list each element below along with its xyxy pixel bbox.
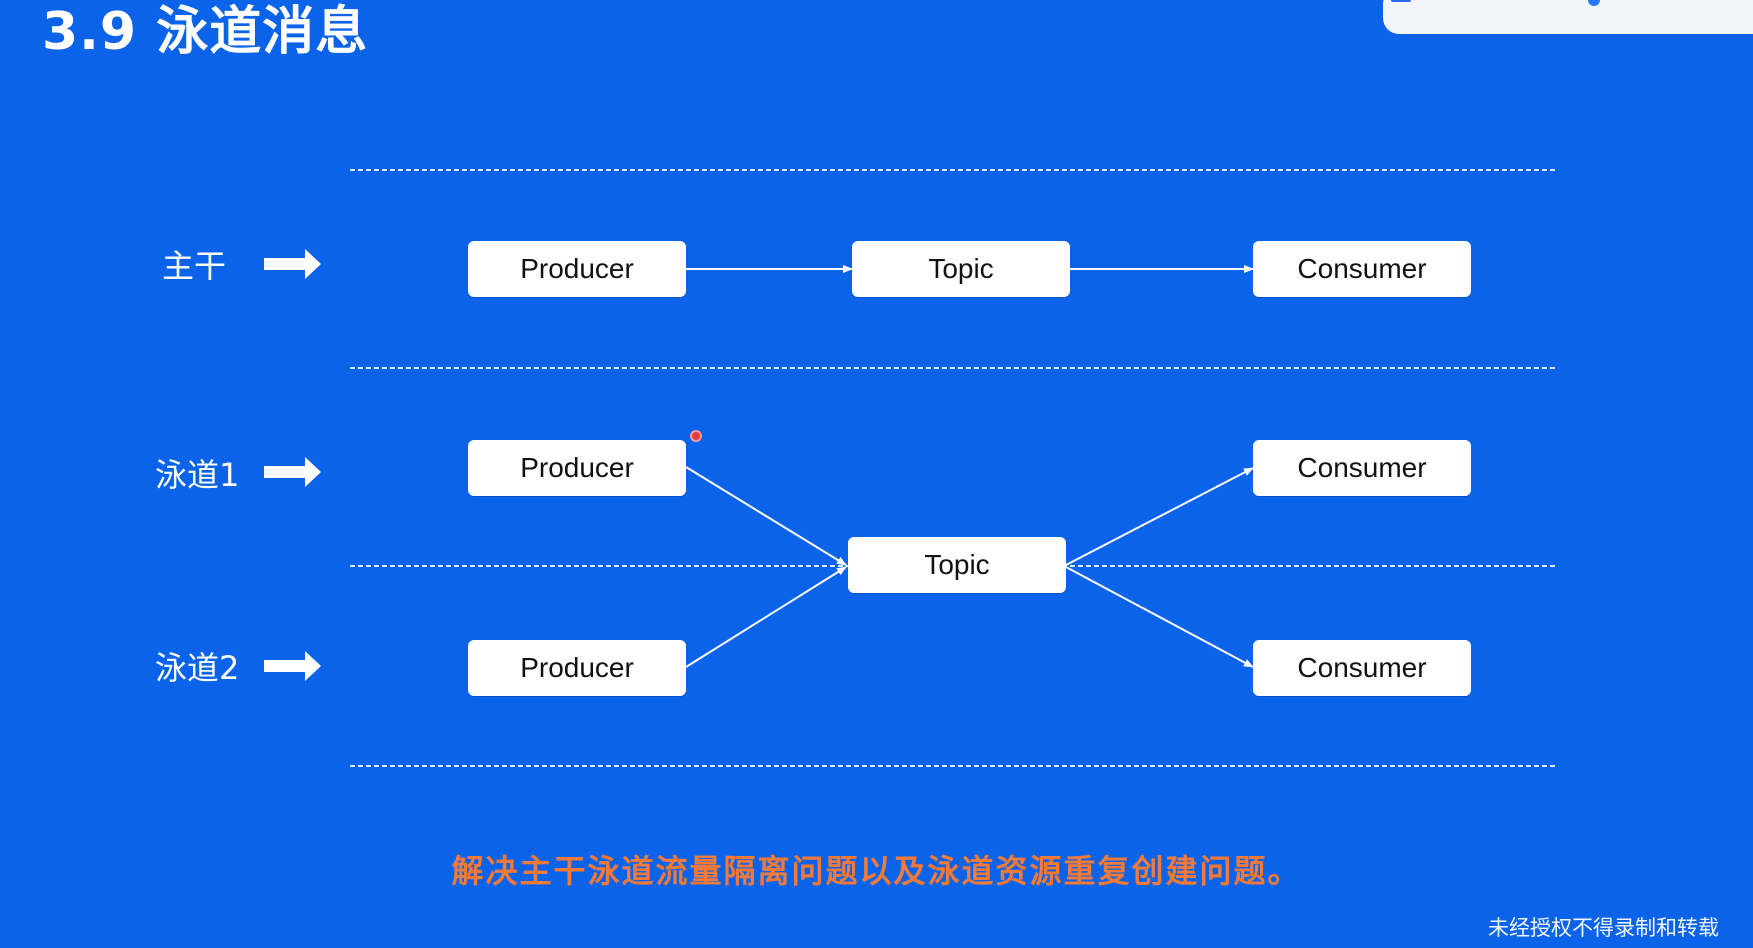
node-lane2-producer: Producer [468,640,686,696]
edge-topic-lane2-consumer [1065,566,1254,668]
arrow-right-icon [264,457,321,487]
node-main-producer: Producer [468,241,686,297]
lane-label-2: 泳道2 [155,649,240,687]
lane-label-main: 主干 [162,247,227,285]
top-right-toolbar [1383,0,1753,34]
edge-lane1-producer-topic [685,466,847,566]
node-main-consumer: Consumer [1253,241,1471,297]
arrow-right-icon [264,249,321,279]
watermark: 未经授权不得录制和转载 [1488,916,1719,940]
node-main-topic: Topic [852,241,1070,297]
node-lane2-consumer: Consumer [1253,640,1471,696]
page-title: 3.9 泳道消息 [42,2,369,62]
node-lane1-consumer: Consumer [1253,440,1471,496]
dot-icon [1588,0,1600,6]
arrow-right-icon [264,651,321,681]
laser-pointer-icon [690,430,702,442]
app-logo-icon [1391,0,1411,2]
lane-label-1: 泳道1 [155,456,240,494]
summary-note: 解决主干泳道流量隔离问题以及泳道资源重复创建问题。 [451,852,1302,890]
node-lane-topic: Topic [848,537,1066,593]
node-lane1-producer: Producer [468,440,686,496]
edge-topic-lane1-consumer [1065,467,1254,566]
edge-lane2-producer-topic [685,566,847,668]
